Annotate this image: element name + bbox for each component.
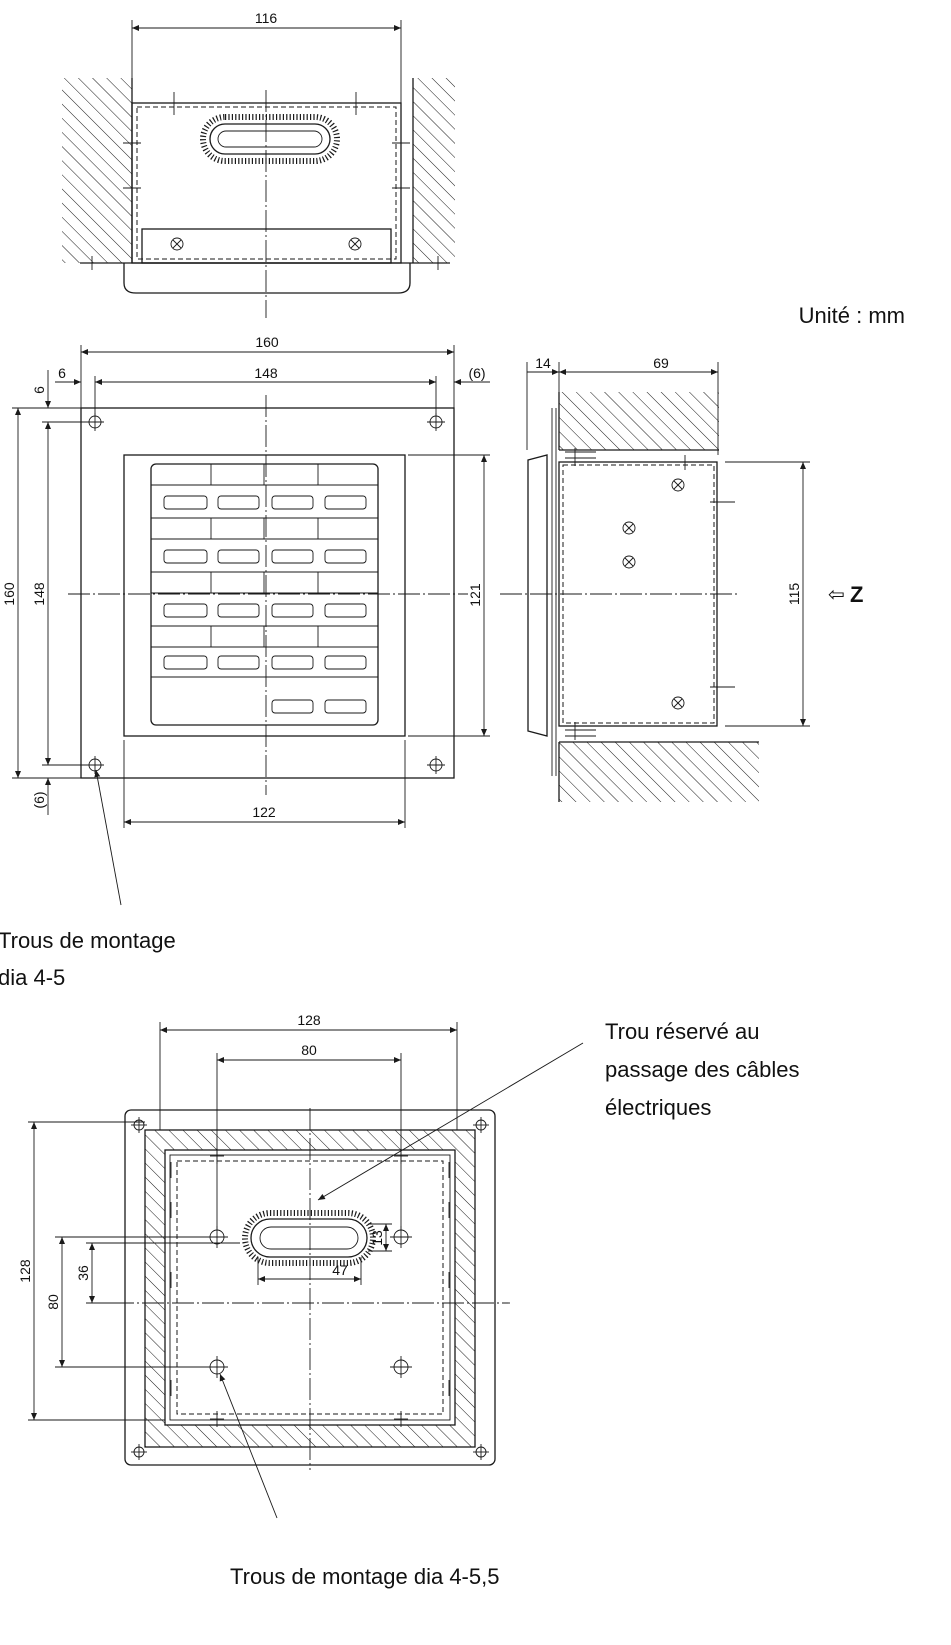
cable-hole-leader	[317, 1042, 584, 1201]
cable-hole-label-line3: électriques	[605, 1095, 711, 1120]
rear-view: 128 80 47 13 128 80 36	[17, 1012, 584, 1519]
cable-hole-label-line1: Trou réservé au	[605, 1019, 759, 1044]
dim-top-width: 116	[255, 10, 278, 26]
screw-icon	[170, 237, 184, 251]
screw-icon	[671, 696, 685, 710]
rear-mounting-holes-label: Trous de montage dia 4-5,5	[230, 1564, 499, 1589]
mount-hole-br	[390, 1356, 412, 1378]
unit-body-top	[131, 102, 402, 264]
screw-icon	[622, 521, 636, 535]
mounting-holes-label-line2: dia 4-5	[0, 965, 65, 990]
cable-slot-rear	[242, 1210, 376, 1266]
mounting-hole-bl	[86, 756, 104, 774]
mount-mark-bl	[123, 179, 141, 197]
side-tick-marks	[170, 1148, 450, 1427]
front-plate	[80, 407, 455, 779]
dim-rear-inner: 80	[301, 1042, 317, 1058]
mounting-hole-leader	[94, 769, 122, 906]
wall-hatch-right	[413, 78, 455, 263]
unit-label: Unité : mm	[799, 303, 905, 328]
dim-depth: 69	[653, 355, 669, 371]
button-grid	[151, 464, 378, 714]
cable-hole-label-line2: passage des câbles	[605, 1057, 799, 1082]
dim-rear-v-outer: 128	[17, 1259, 33, 1283]
front-cover-profile	[123, 263, 411, 294]
cable-slot-top	[200, 114, 340, 164]
dim-hole-pitch-h: 148	[31, 582, 47, 606]
dim-bottom-offset: (6)	[31, 791, 47, 808]
dim-panel-width: 122	[252, 804, 276, 820]
dim-top-offset: 6	[31, 386, 47, 394]
corner-hole-bl	[131, 1444, 147, 1460]
wall-hatch-upper	[559, 392, 719, 450]
dim-slot-width: 47	[332, 1262, 348, 1278]
dim-overall-height: 160	[1, 582, 17, 606]
corner-hole-br	[473, 1444, 489, 1460]
dim-body-height: 115	[786, 583, 802, 606]
screw-icon	[348, 237, 362, 251]
view-direction-arrow-icon: ⇦	[828, 584, 845, 606]
mount-mark-tl	[123, 134, 141, 152]
dim-rear-v-inner: 80	[45, 1294, 61, 1310]
dim-overall-width: 160	[255, 334, 279, 350]
side-front-cover	[527, 454, 548, 737]
corner-hole-tr	[473, 1117, 489, 1133]
dim-panel-height: 121	[467, 583, 483, 607]
dim-flange: 14	[535, 355, 551, 371]
screw-icon	[671, 478, 685, 492]
mounting-hole-tr	[427, 413, 445, 431]
front-view: 160 148 6 (6) 160 148 6 (6) 121 122	[1, 334, 490, 906]
dim-rear-v-slot: 36	[75, 1265, 91, 1281]
mounting-hole-br	[427, 756, 445, 774]
dim-rear-outer: 128	[297, 1012, 321, 1028]
dim-slot-height: 13	[369, 1230, 385, 1246]
wall-hatch-left	[62, 78, 132, 263]
dim-right-offset: (6)	[468, 365, 485, 381]
front-panel	[123, 454, 406, 737]
rear-mount-hole-leader	[219, 1373, 278, 1519]
corner-hole-tl	[131, 1117, 147, 1133]
wall-hatch-lower	[559, 742, 759, 802]
top-view: 116	[62, 10, 455, 318]
screw-icon	[622, 555, 636, 569]
mount-mark-br	[392, 179, 410, 197]
view-label-z: Z	[850, 582, 863, 607]
button-block	[150, 463, 379, 726]
dim-hole-pitch-w: 148	[254, 365, 278, 381]
mount-mark-tr	[392, 134, 410, 152]
mounting-holes-label-line1: Trous de montage	[0, 928, 176, 953]
side-view: 14 69 115 ⇦ Z	[500, 355, 863, 802]
dim-left-offset: 6	[58, 365, 66, 381]
mounting-hole-tl	[86, 413, 104, 431]
